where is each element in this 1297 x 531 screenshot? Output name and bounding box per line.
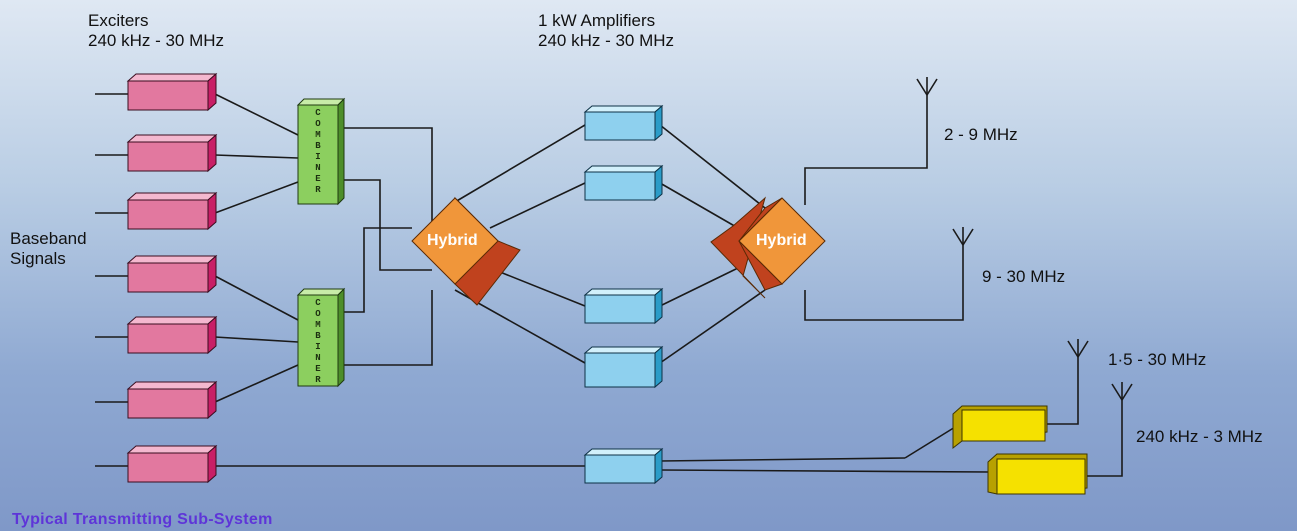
diagram-caption: Typical Transmitting Sub-System: [12, 511, 273, 528]
amplifier-4: [583, 345, 664, 389]
wideband-amplifier-2: [987, 453, 1088, 495]
hybrid-1-label: Hybrid: [427, 232, 478, 249]
exciter-7: [126, 444, 218, 484]
combiner-1: [296, 97, 346, 206]
exciters-range-label: 240 kHz - 30 MHz: [88, 31, 225, 50]
wideband-amplifier-1: [952, 405, 1048, 450]
amplifier-3: [583, 287, 664, 325]
antenna-1-5-30mhz-label: 1·5 - 30 MHz: [1108, 350, 1207, 369]
combiner-2-label: C O M B I N E R: [315, 298, 321, 385]
exciter-1: [126, 72, 218, 112]
baseband-label: Baseband: [10, 229, 87, 248]
hybrid-2: [710, 196, 826, 299]
antenna-2-9mhz-label: 2 - 9 MHz: [944, 125, 1018, 144]
combiner-2: [296, 287, 346, 388]
exciter-6: [126, 380, 218, 420]
antenna-9-30mhz-label: 9 - 30 MHz: [982, 267, 1066, 286]
exciter-3: [126, 191, 218, 231]
amplifiers-range-label: 240 kHz - 30 MHz: [538, 31, 675, 50]
exciter-4: [126, 254, 218, 294]
amplifier-1: [583, 104, 664, 142]
signals-label: Signals: [10, 249, 66, 268]
exciter-5: [126, 315, 218, 355]
hybrid-2-label: Hybrid: [756, 232, 807, 249]
amplifier-2: [583, 164, 664, 202]
hybrid-1: [411, 196, 521, 306]
amplifier-5: [583, 447, 664, 485]
amplifiers-label: 1 kW Amplifiers: [538, 11, 656, 30]
combiner-1-label: C O M B I N E R: [315, 108, 321, 195]
exciters-label: Exciters: [88, 11, 149, 30]
exciter-2: [126, 133, 218, 173]
antenna-240khz-3mhz-label: 240 kHz - 3 MHz: [1136, 427, 1263, 446]
